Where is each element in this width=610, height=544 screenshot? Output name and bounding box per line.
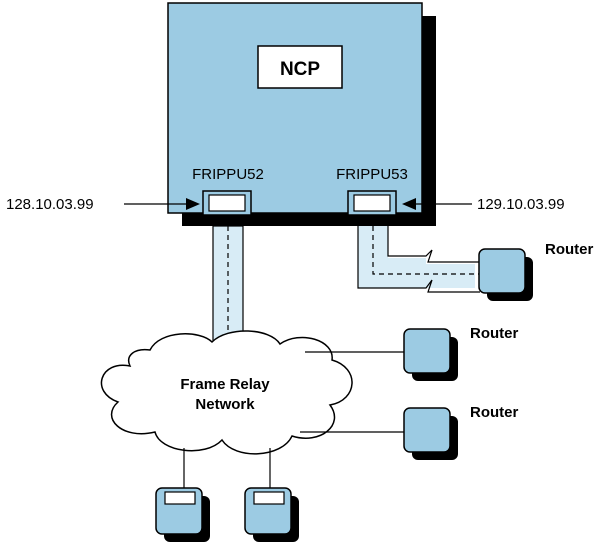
- ncp-label: NCP: [280, 59, 320, 80]
- ncp-label-box: [257, 45, 343, 89]
- router-box: [403, 328, 451, 374]
- port-address-fripp53: 129.10.03.99: [477, 196, 565, 213]
- port-name-fripp52: FRIPPU52: [192, 166, 264, 183]
- router-box: [403, 407, 451, 453]
- link-fripp53-router-outline: [357, 226, 480, 293]
- router-box: [478, 248, 526, 294]
- address-arrow-head-left: [186, 198, 200, 210]
- router-label: Router: [470, 404, 518, 421]
- port-slot-fripp53: [353, 194, 391, 212]
- port-slot-fripp52: [208, 194, 246, 212]
- port-name-fripp53: FRIPPU53: [336, 166, 408, 183]
- network-label-line2: Network: [195, 396, 255, 413]
- router-label: Router: [545, 241, 593, 258]
- network-label-line1: Frame Relay: [180, 376, 270, 393]
- address-arrow-head-right: [402, 198, 416, 210]
- frame-relay-cloud: [100, 330, 353, 455]
- terminal-slot: [164, 491, 196, 505]
- ncp-box: [167, 2, 423, 214]
- router-label: Router: [470, 325, 518, 342]
- terminal-slot: [253, 491, 285, 505]
- port-address-fripp52: 128.10.03.99: [6, 196, 94, 213]
- link-fripp53-router-top: [358, 226, 475, 288]
- link-fripp53-router-dashed: [372, 226, 480, 275]
